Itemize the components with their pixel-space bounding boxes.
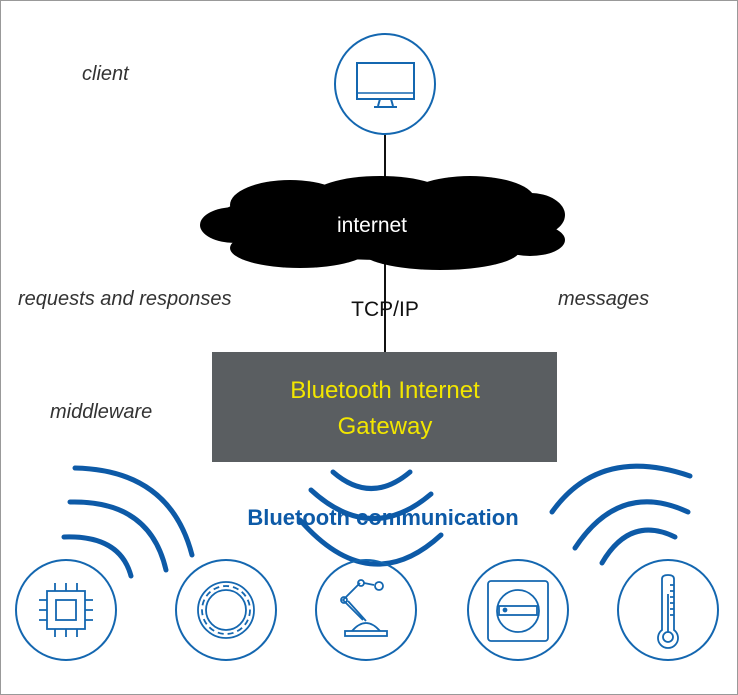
robot-arm-icon — [340, 579, 388, 637]
device-robot-arm — [315, 559, 417, 661]
cloud-label: internet — [337, 214, 407, 237]
tcpip-label: TCP/IP — [351, 298, 419, 321]
gateway-title-line1: Bluetooth Internet — [290, 377, 480, 404]
gear-icon — [197, 581, 255, 639]
bluetooth-communication-label: Bluetooth communication — [247, 505, 518, 530]
device-gear — [175, 559, 277, 661]
monitor-icon — [356, 62, 415, 108]
signal-waves-right — [549, 463, 693, 566]
gateway-title-line2: Gateway — [338, 413, 433, 440]
requests-label: requests and responses — [18, 288, 231, 310]
signal-waves-center — [297, 469, 444, 567]
chip-icon — [39, 583, 93, 637]
middleware-label: middleware — [50, 401, 152, 423]
thermometer-icon — [657, 574, 679, 649]
device-rotary-switch — [467, 559, 569, 661]
client-label: client — [82, 63, 130, 85]
client-node — [334, 33, 436, 135]
device-chip — [15, 559, 117, 661]
messages-label: messages — [558, 288, 649, 310]
device-thermometer — [617, 559, 719, 661]
signal-waves-left — [61, 465, 195, 579]
internet-cloud: internet — [200, 176, 565, 270]
rotary-switch-icon — [487, 580, 549, 642]
gateway-box: Bluetooth Internet Gateway — [212, 352, 557, 462]
